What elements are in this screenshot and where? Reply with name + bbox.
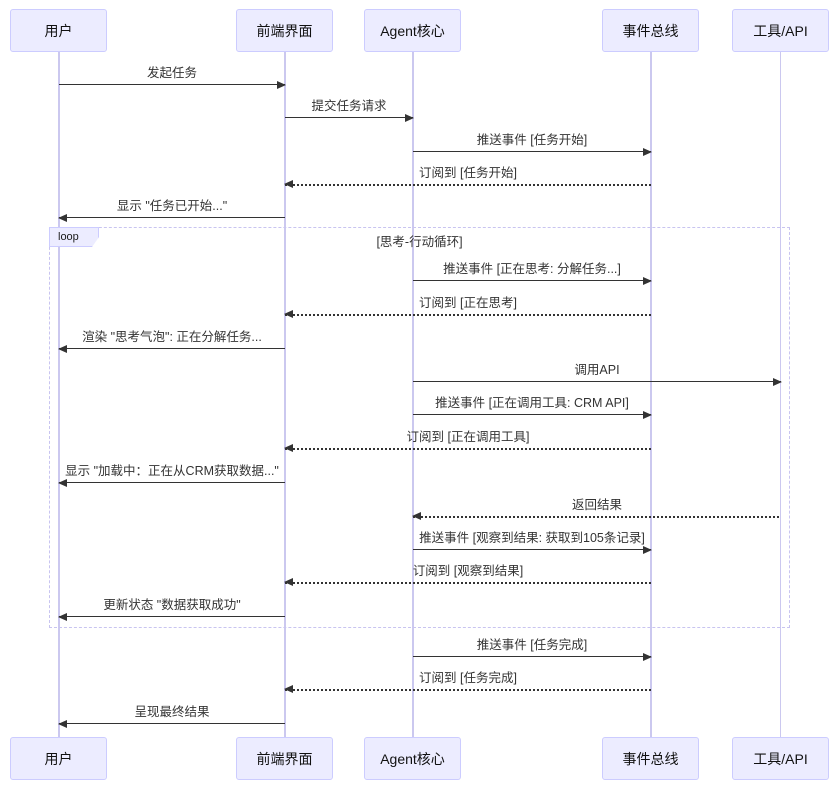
arrowhead-icon [643, 653, 652, 661]
arrowhead-icon [284, 444, 293, 452]
message: 显示 "任务已开始..." [58, 198, 285, 222]
message-arrow [59, 81, 286, 89]
arrowhead-icon [58, 720, 67, 728]
arrowhead-icon [412, 512, 421, 520]
loop-frame: loop [思考-行动循环] [49, 227, 790, 628]
message-arrow [413, 148, 652, 156]
message-label: 显示 "任务已开始..." [116, 199, 228, 213]
arrowhead-icon [277, 81, 286, 89]
arrowhead-icon [773, 378, 782, 386]
message: 更新状态 "数据获取成功" [58, 597, 285, 621]
message-label: 订阅到 [任务开始] [419, 166, 517, 180]
message-arrow [58, 613, 285, 621]
message: 呈现最终结果 [58, 704, 285, 728]
actor-event-bus-bottom: 事件总线 [602, 737, 699, 780]
message-label: 订阅到 [观察到结果] [412, 564, 524, 578]
message: 推送事件 [任务完成] [413, 637, 652, 661]
lifeline-user [58, 52, 60, 738]
message-arrow [284, 310, 651, 318]
message-label: 发起任务 [146, 66, 197, 80]
actor-agent-core-top: Agent核心 [364, 9, 461, 52]
loop-condition: [思考-行动循环] [376, 235, 463, 249]
lifeline-tools-api [779, 52, 782, 738]
message-arrow [284, 444, 651, 452]
actor-tools-api-top: 工具/API [732, 9, 829, 52]
arrowhead-icon [58, 479, 67, 487]
message: 推送事件 [正在思考: 分解任务...] [413, 261, 652, 285]
actor-frontend-bottom: 前端界面 [236, 737, 333, 780]
arrowhead-icon [643, 277, 652, 285]
arrowhead-icon [643, 148, 652, 156]
message-arrow [413, 653, 652, 661]
message-arrow [58, 345, 285, 353]
message: 调用API [413, 362, 782, 386]
message-label: 渲染 "思考气泡": 正在分解任务... [82, 330, 262, 344]
lifeline-event-bus [650, 52, 652, 738]
message-label: 订阅到 [正在调用工具] [406, 430, 530, 444]
message-arrow [413, 546, 652, 554]
loop-label: loop [49, 227, 99, 247]
message-label: 推送事件 [任务完成] [476, 638, 588, 652]
message-label: 推送事件 [观察到结果: 获取到105条记录] [419, 531, 645, 545]
lifeline-frontend [284, 52, 286, 738]
message-arrow [58, 214, 285, 222]
actor-user-bottom: 用户 [10, 737, 107, 780]
actor-user-top: 用户 [10, 9, 107, 52]
message: 返回结果 [412, 497, 781, 520]
message: 提交任务请求 [285, 98, 414, 122]
message-label: 提交任务请求 [311, 99, 387, 113]
arrowhead-icon [284, 685, 293, 693]
message: 渲染 "思考气泡": 正在分解任务... [58, 329, 285, 353]
message-arrow [285, 114, 414, 122]
message-label: 更新状态 "数据获取成功" [103, 598, 241, 612]
arrowhead-icon [405, 114, 414, 122]
message: 推送事件 [任务开始] [413, 132, 652, 156]
lifeline-agent-core [412, 52, 414, 738]
message-arrow [58, 479, 285, 487]
message-label: 返回结果 [571, 498, 622, 512]
message-arrow [284, 685, 651, 693]
message: 推送事件 [观察到结果: 获取到105条记录] [413, 530, 652, 554]
actor-agent-core-bottom: Agent核心 [364, 737, 461, 780]
message-arrow [412, 512, 781, 520]
message-arrow [413, 277, 652, 285]
message-arrow [413, 411, 652, 419]
message: 显示 "加载中：正在从CRM获取数据..." [58, 463, 285, 487]
arrowhead-icon [643, 546, 652, 554]
arrowhead-icon [58, 345, 67, 353]
arrowhead-icon [58, 214, 67, 222]
arrowhead-icon [284, 180, 293, 188]
message: 订阅到 [正在调用工具] [284, 429, 651, 452]
message-label: 显示 "加载中：正在从CRM获取数据..." [65, 464, 279, 478]
message: 推送事件 [正在调用工具: CRM API] [413, 395, 652, 419]
message: 订阅到 [任务开始] [284, 165, 651, 188]
arrowhead-icon [58, 613, 67, 621]
arrowhead-icon [643, 411, 652, 419]
message-arrow [413, 378, 782, 386]
arrowhead-icon [284, 310, 293, 318]
message-label: 推送事件 [正在思考: 分解任务...] [443, 262, 621, 276]
message: 订阅到 [观察到结果] [284, 563, 651, 586]
message: 订阅到 [正在思考] [284, 295, 651, 318]
message-label: 推送事件 [正在调用工具: CRM API] [435, 396, 629, 410]
actor-tools-api-bottom: 工具/API [732, 737, 829, 780]
message: 订阅到 [任务完成] [284, 670, 651, 693]
message-arrow [284, 180, 651, 188]
message-label: 订阅到 [正在思考] [419, 296, 517, 310]
arrowhead-icon [284, 578, 293, 586]
message: 发起任务 [59, 65, 286, 89]
message-label: 推送事件 [任务开始] [476, 133, 588, 147]
actor-frontend-top: 前端界面 [236, 9, 333, 52]
message-label: 呈现最终结果 [134, 705, 210, 719]
message-arrow [58, 720, 285, 728]
message-label: 调用API [574, 363, 620, 377]
actor-event-bus-top: 事件总线 [602, 9, 699, 52]
message-arrow [284, 578, 651, 586]
message-label: 订阅到 [任务完成] [419, 671, 517, 685]
